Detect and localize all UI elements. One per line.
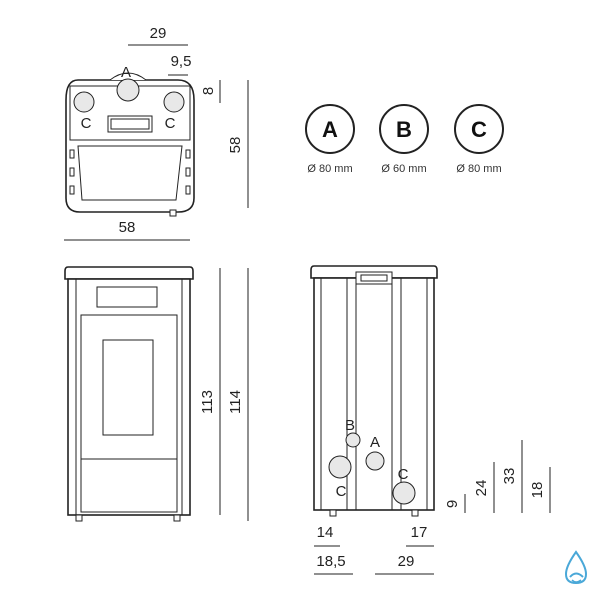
label-c-right-top: C [165, 115, 176, 132]
dim-18: 18 [529, 482, 546, 499]
outlet-c-left-top [73, 91, 95, 113]
legend-caption-c: Ø 80 mm [456, 163, 501, 175]
flue-a-top [116, 78, 140, 102]
legend-item-a: A Ø 80 mm [305, 104, 355, 175]
outlet-c-right-top [163, 91, 185, 113]
dim-width-top: 29 [150, 25, 167, 42]
label-c-right-rear: C [398, 466, 409, 483]
front-control-panel [96, 286, 158, 308]
dim-depth-top: 8 [200, 87, 217, 95]
legend-letter-c: C [471, 117, 487, 142]
dim-offset: 9,5 [171, 53, 192, 70]
top-view-cavity [77, 145, 183, 201]
label-b-rear: B [345, 417, 355, 434]
dim-33: 33 [501, 468, 518, 485]
rear-view: B A C C 14 17 18,5 29 9 24 33 18 [310, 265, 551, 575]
legend-caption-b: Ø 60 mm [381, 163, 426, 175]
top-view: 29 9,5 8 58 58 A C [64, 25, 249, 241]
label-c-left-rear: C [336, 483, 347, 500]
outlet-a-rear [365, 451, 385, 471]
outlet-c-right-rear [392, 481, 416, 505]
dim-14: 14 [317, 524, 334, 541]
dim-18-5: 18,5 [316, 553, 345, 570]
dim-depth: 58 [227, 137, 244, 154]
legend: A Ø 80 mm B Ø 60 mm C Ø 80 mm [305, 104, 504, 175]
legend-item-c: C Ø 80 mm [454, 104, 504, 175]
dim-24: 24 [473, 480, 490, 497]
outlet-c-left-rear [328, 455, 352, 479]
label-a-top: A [121, 64, 131, 81]
dim-height-2: 114 [227, 390, 244, 414]
legend-item-b: B Ø 60 mm [379, 104, 429, 175]
label-c-left-top: C [81, 115, 92, 132]
dim-9: 9 [444, 500, 461, 508]
front-glass [102, 339, 154, 436]
legend-caption-a: Ø 80 mm [307, 163, 352, 175]
dim-29: 29 [398, 553, 415, 570]
dim-height-1: 113 [199, 390, 216, 414]
label-a-rear: A [370, 434, 380, 451]
legend-letter-b: B [396, 117, 412, 142]
dim-width: 58 [119, 219, 136, 236]
dim-17: 17 [411, 524, 428, 541]
outlet-b-rear [345, 432, 361, 448]
front-top-cap [64, 266, 194, 280]
legend-letter-a: A [322, 117, 338, 142]
front-view: 113 114 [64, 266, 249, 522]
water-drop-logo-icon [564, 550, 588, 585]
